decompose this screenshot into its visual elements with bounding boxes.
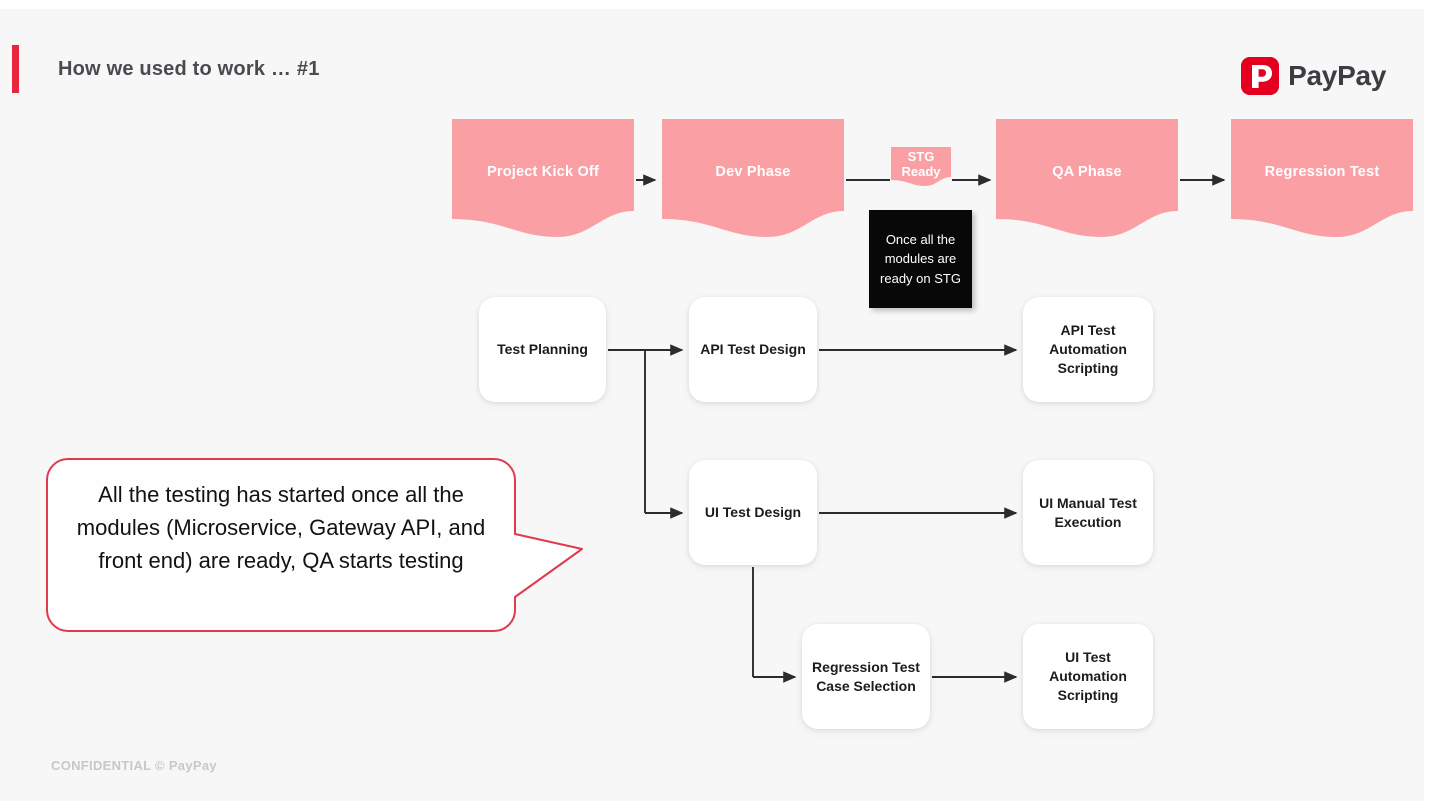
phase-label: Dev Phase	[715, 164, 791, 180]
badge-shape	[891, 147, 951, 186]
card-label: API Test Design	[700, 341, 806, 357]
page-title: How we used to work … #1	[58, 58, 320, 80]
card-test-planning[interactable]: Test Planning	[479, 297, 606, 402]
phase-banner-regression-test[interactable]: Regression Test	[1231, 119, 1413, 237]
title-accent-bar	[12, 45, 19, 93]
phase-banner-qa-phase[interactable]: QA Phase	[996, 119, 1178, 237]
phase-label: Regression Test	[1264, 164, 1380, 180]
card-api-test-design[interactable]: API Test Design	[689, 297, 817, 402]
banner-shape	[662, 119, 844, 237]
banner-shape	[996, 119, 1178, 237]
stg-ready-tooltip: Once all the modules are ready on STG	[869, 210, 972, 308]
callout-bubble-text: All the testing has started once all the…	[76, 482, 486, 573]
paypay-logo: PayPay	[1241, 57, 1386, 95]
phase-label: Project Kick Off	[487, 164, 599, 180]
footer-confidential: CONFIDENTIAL © PayPay	[51, 758, 217, 773]
card-ui-manual-test-execution[interactable]: UI Manual Test Execution	[1023, 460, 1153, 565]
card-ui-test-design[interactable]: UI Test Design	[689, 460, 817, 565]
stg-ready-line-2: Ready	[901, 164, 941, 179]
stg-ready-badge[interactable]: STG Ready	[891, 147, 951, 186]
card-label: Test Planning	[497, 341, 588, 357]
stg-ready-line-1: STG	[907, 149, 935, 164]
card-label: UI Test Design	[704, 504, 802, 520]
phase-banner-dev-phase[interactable]: Dev Phase	[662, 119, 844, 237]
paypay-logo-text: PayPay	[1288, 60, 1386, 91]
card-regression-test-case-selection[interactable]: Regression Test Case Selection	[802, 624, 930, 729]
phase-banner-project-kick-off[interactable]: Project Kick Off	[452, 119, 634, 237]
callout-bubble: All the testing has started once all the…	[46, 458, 586, 632]
paypay-logo-mark-icon	[1241, 57, 1280, 95]
banner-shape	[1231, 119, 1413, 237]
card-label: UI Test Automation Scripting	[1049, 649, 1127, 703]
card-ui-test-automation-scripting[interactable]: UI Test Automation Scripting	[1023, 624, 1153, 729]
card-api-test-automation-scripting[interactable]: API Test Automation Scripting	[1023, 297, 1153, 402]
stg-ready-label: STG Ready	[891, 149, 951, 179]
phase-label: QA Phase	[1052, 164, 1122, 180]
card-label: Regression Test Case Selection	[812, 658, 920, 694]
banner-shape	[452, 119, 634, 237]
card-label: API Test Automation Scripting	[1049, 322, 1127, 376]
card-label: UI Manual Test Execution	[1039, 494, 1137, 530]
slide-canvas: How we used to work … #1 PayPay	[0, 9, 1424, 801]
